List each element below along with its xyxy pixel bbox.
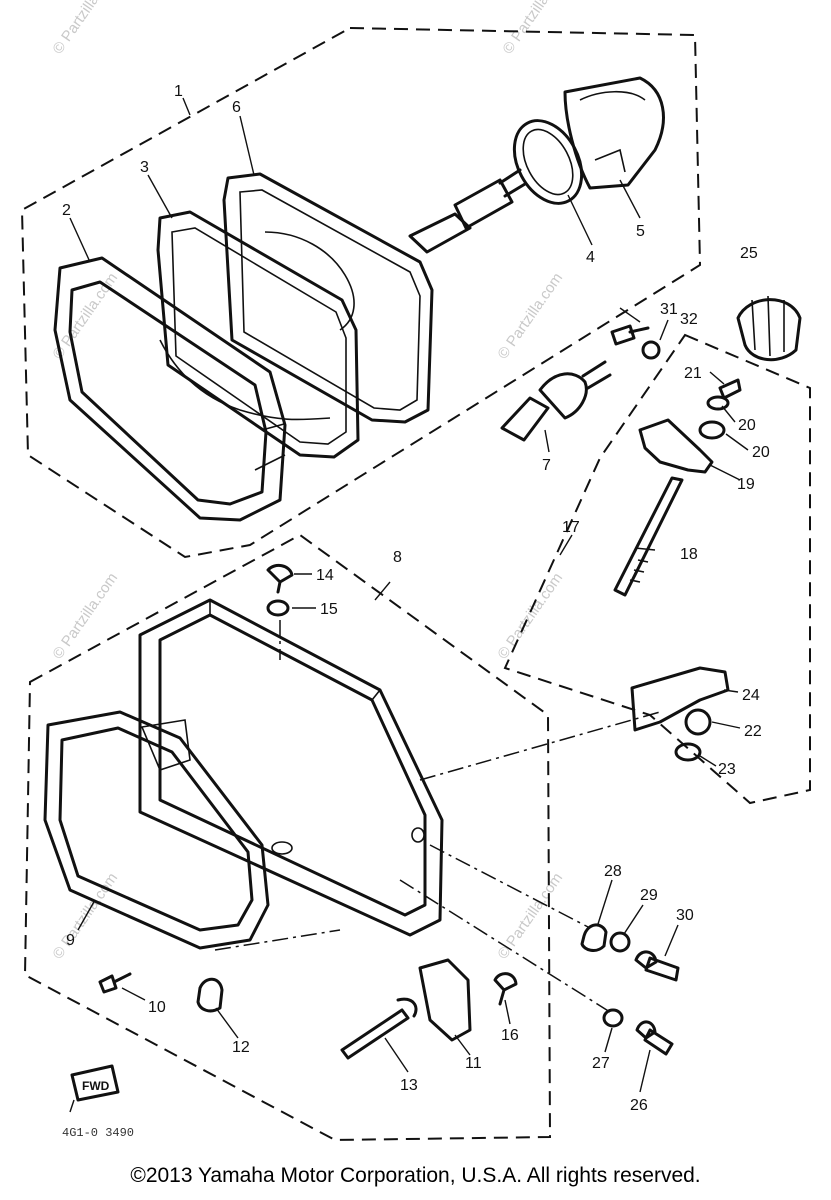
callout-1: 1 [174,83,183,100]
callout-14: 14 [316,567,334,584]
watermark-text: © Partzilla.com [499,0,571,57]
adjuster-bracket-lower [630,666,730,732]
callout-13: 13 [400,1077,418,1094]
front-frame [43,710,270,950]
washer-27 [602,1008,624,1028]
watermark-text: © Partzilla.com [494,270,566,363]
position-bulb [500,360,612,442]
washer-29 [609,931,631,953]
callout-4: 4 [586,249,595,266]
callout-27: 27 [592,1055,610,1072]
headlight-bulb [408,168,527,254]
adjuster-nut [684,708,712,736]
callout-12: 12 [232,1039,250,1056]
callout-11: 11 [465,1055,482,1072]
callout-30: 30 [676,907,694,924]
watermark-text: © Partzilla.com [494,870,566,963]
callout-10: 10 [148,999,166,1016]
grommet-12 [196,977,224,1013]
callout-5: 5 [636,223,645,240]
callout-3: 3 [140,159,149,176]
bolt-26 [635,1020,674,1056]
watermark-text: © Partzilla.com [49,570,121,663]
copyright-notice: ©2013 Yamaha Motor Corporation, U.S.A. A… [130,1164,701,1187]
bolt-30 [634,950,680,982]
callout-2: 2 [62,202,71,219]
washer-32 [641,340,661,360]
leader-lines [69,97,749,1093]
callout-numbers: 1 2 3 4 5 6 7 8 9 10 11 12 13 14 15 16 1… [62,83,770,1114]
callout-31: 31 [660,301,678,318]
bulb-cover [563,76,665,190]
assembly-line-b [399,879,611,1013]
callout-21: 21 [684,365,702,382]
washer-20a [706,395,730,411]
adjuster-bracket-upper [638,418,714,474]
reflector-unit [222,172,434,424]
diagram-canvas: © Partzilla.com © Partzilla.com © Partzill… [20,0,811,1142]
watermark-text: © Partzilla.com [494,570,566,663]
fwd-label: FWD [82,1079,110,1093]
long-bolt-13 [340,997,418,1060]
callout-8: 8 [393,549,402,566]
bulb-ring [512,119,584,205]
watermark-text: © Partzilla.com [49,0,121,57]
callout-9: 9 [66,932,75,949]
callout-19: 19 [737,476,755,493]
fwd-mark: FWD [69,1064,120,1113]
bolt-10 [98,972,132,994]
headlight-rim [53,256,287,522]
adjuster-knob [736,298,802,362]
callout-23: 23 [718,761,736,778]
callout-26: 26 [630,1097,648,1114]
callout-29: 29 [640,887,658,904]
callout-17: 17 [562,519,580,536]
adjuster-mount-11 [418,958,472,1042]
washer-15 [266,599,290,617]
screw-14 [266,563,294,594]
adjuster-screw [613,476,684,597]
screw-21 [718,378,742,400]
callout-25: 25 [740,245,758,262]
headlight-housing [138,598,444,937]
callout-15: 15 [320,601,338,618]
assembly-line-c [419,711,661,781]
assembly-line-a [429,844,591,929]
callout-22: 22 [744,723,762,740]
group-1-boundary [20,26,702,559]
callout-16: 16 [501,1027,519,1044]
bolt-31 [610,324,650,346]
headlight-lens [156,210,360,459]
collar-28 [580,923,608,952]
assembly-line-e [214,929,341,951]
watermark-layer: © Partzilla.com © Partzilla.com © Partzill… [49,0,571,962]
group-8-boundary [23,533,552,1142]
washer-20b [698,420,726,440]
callout-20b: 20 [752,444,770,461]
callout-20a: 20 [738,417,756,434]
adjuster-washer [674,742,702,762]
callout-32: 32 [680,311,698,328]
callout-28: 28 [604,863,622,880]
callout-6: 6 [232,99,241,116]
bolt-16 [493,972,518,1006]
group-17-boundary [503,333,811,805]
callout-7: 7 [542,457,551,474]
callout-24: 24 [742,687,760,704]
part-code: 4G1-0 3490 [62,1126,135,1140]
callout-18: 18 [680,546,698,563]
